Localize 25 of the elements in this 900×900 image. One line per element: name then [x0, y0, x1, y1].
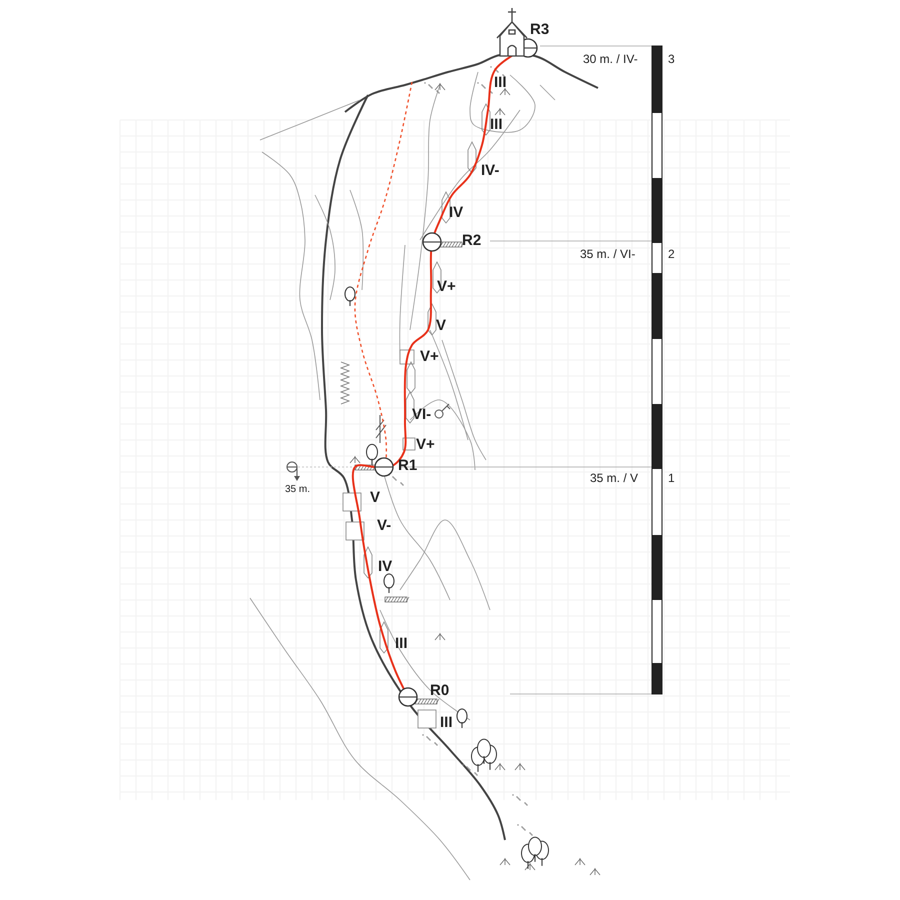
grade-label: III [395, 636, 408, 651]
grade-label: III [494, 75, 507, 90]
belay-station-label: R1 [398, 458, 418, 473]
grade-label: IV [449, 205, 464, 220]
scale-number: 3 [668, 53, 675, 65]
belay-station-label: R2 [462, 233, 482, 248]
grade-label: III [440, 715, 453, 730]
scale-number: 2 [668, 248, 675, 260]
grade-label: V+ [416, 437, 435, 452]
scale-number: 1 [668, 472, 675, 484]
rappel-length-label: 35 m. [285, 485, 310, 495]
grade-label: V+ [437, 279, 456, 294]
grade-label: V [370, 490, 380, 505]
grade-label: VI- [412, 407, 432, 422]
grade-label: V [436, 318, 446, 333]
grade-label: III [490, 117, 503, 132]
grade-label: IV [378, 559, 392, 574]
pitch-label: 35 m. / V [590, 472, 638, 484]
belay-station-label: R0 [430, 683, 450, 698]
belay-station-label: R3 [530, 22, 550, 37]
pitch-label: 35 m. / VI- [580, 248, 636, 260]
grade-label: V- [377, 518, 392, 533]
grade-label: IV- [481, 163, 500, 178]
pitch-label: 30 m. / IV- [583, 53, 638, 65]
grade-label: V+ [420, 349, 439, 364]
